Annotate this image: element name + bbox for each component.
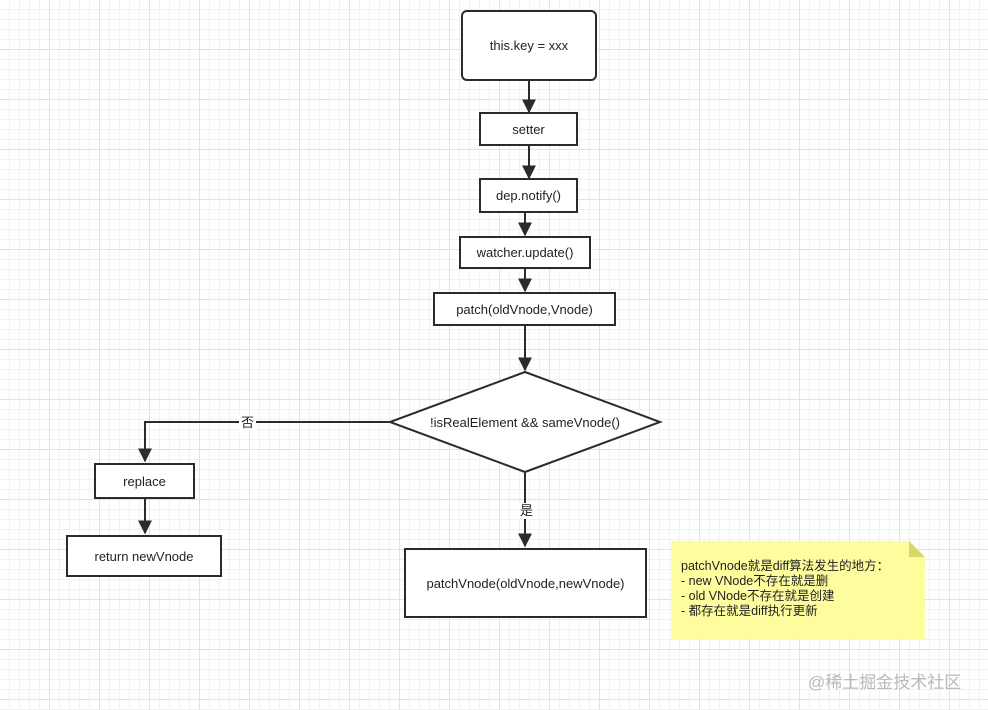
note-line-create: - old VNode不存在就是创建 [681,589,835,603]
note-line-title: patchVnode就是diff算法发生的地方： [681,559,890,573]
watcher-update-node: watcher.update() [459,236,591,269]
replace-node: replace [94,463,195,499]
sticky-note: patchVnode就是diff算法发生的地方： - new VNode不存在就… [671,541,925,639]
decision-label: !isRealElement && sameVnode() [429,415,621,430]
start-node: this.key = xxx [461,10,597,81]
dep-notify-node: dep.notify() [479,178,578,213]
edge-label-yes: 是 [518,503,536,519]
return-new-vnode-node: return newVnode [66,535,222,577]
edge-decision-to-replace [138,421,390,463]
note-line-delete: - new VNode不存在就是删 [681,574,829,588]
note-line-update: - 都存在就是diff执行更新 [681,604,818,618]
watermark: @稀土掘金技术社区 [808,673,962,692]
setter-node: setter [479,112,578,146]
patch-node: patch(oldVnode,Vnode) [433,292,616,326]
edge-label-no: 否 [239,415,257,431]
decision-diamond [387,370,663,474]
patch-vnode-node: patchVnode(oldVnode,newVnode) [404,548,647,618]
